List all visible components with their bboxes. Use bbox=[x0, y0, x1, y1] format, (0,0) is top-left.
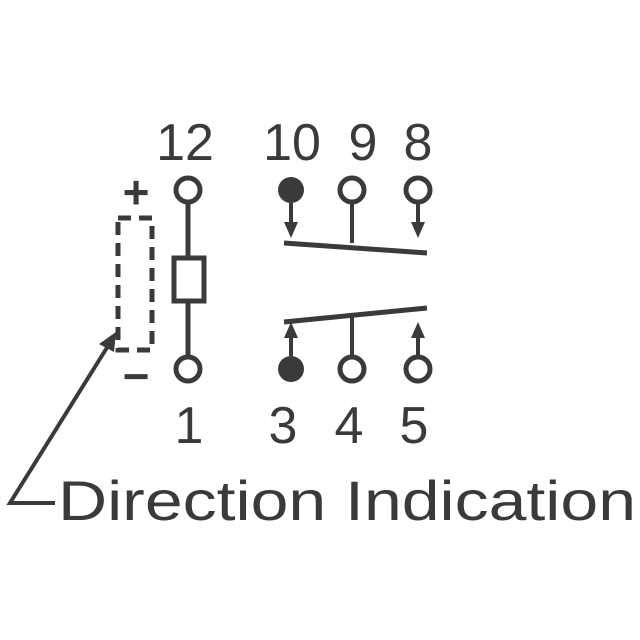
pin-label-1: 1 bbox=[175, 397, 204, 455]
contact-5-arrow bbox=[411, 322, 425, 338]
direction-indication-caption: Direction Indication bbox=[58, 469, 636, 532]
terminal-8 bbox=[403, 175, 433, 205]
contact-3-arrow bbox=[284, 322, 298, 338]
terminal-9 bbox=[337, 175, 367, 205]
direction-indicator-box bbox=[115, 215, 155, 353]
switch-blade-lower bbox=[283, 305, 428, 325]
pin-label-9: 9 bbox=[349, 114, 378, 172]
terminal-5 bbox=[403, 354, 433, 384]
pin-label-3: 3 bbox=[269, 397, 298, 455]
pin-label-10: 10 bbox=[263, 114, 321, 172]
leader-arrowhead bbox=[99, 332, 116, 352]
pin-label-12: 12 bbox=[156, 114, 214, 172]
minus-sign: − bbox=[123, 350, 150, 402]
pin-label-8: 8 bbox=[404, 114, 433, 172]
terminal-3-filled bbox=[278, 356, 304, 382]
plus-sign: + bbox=[123, 166, 150, 218]
terminal-10-filled bbox=[278, 177, 304, 203]
pin-label-4: 4 bbox=[335, 397, 364, 455]
switch-blade-upper bbox=[283, 240, 428, 256]
terminal-4 bbox=[337, 354, 367, 384]
leader-line bbox=[6, 344, 110, 505]
terminal-12 bbox=[173, 175, 203, 205]
terminal-1 bbox=[173, 354, 203, 384]
contact-10-arrow bbox=[284, 222, 298, 238]
coil-symbol bbox=[171, 255, 207, 304]
contact-8-arrow bbox=[411, 222, 425, 238]
pin-label-5: 5 bbox=[400, 397, 429, 455]
